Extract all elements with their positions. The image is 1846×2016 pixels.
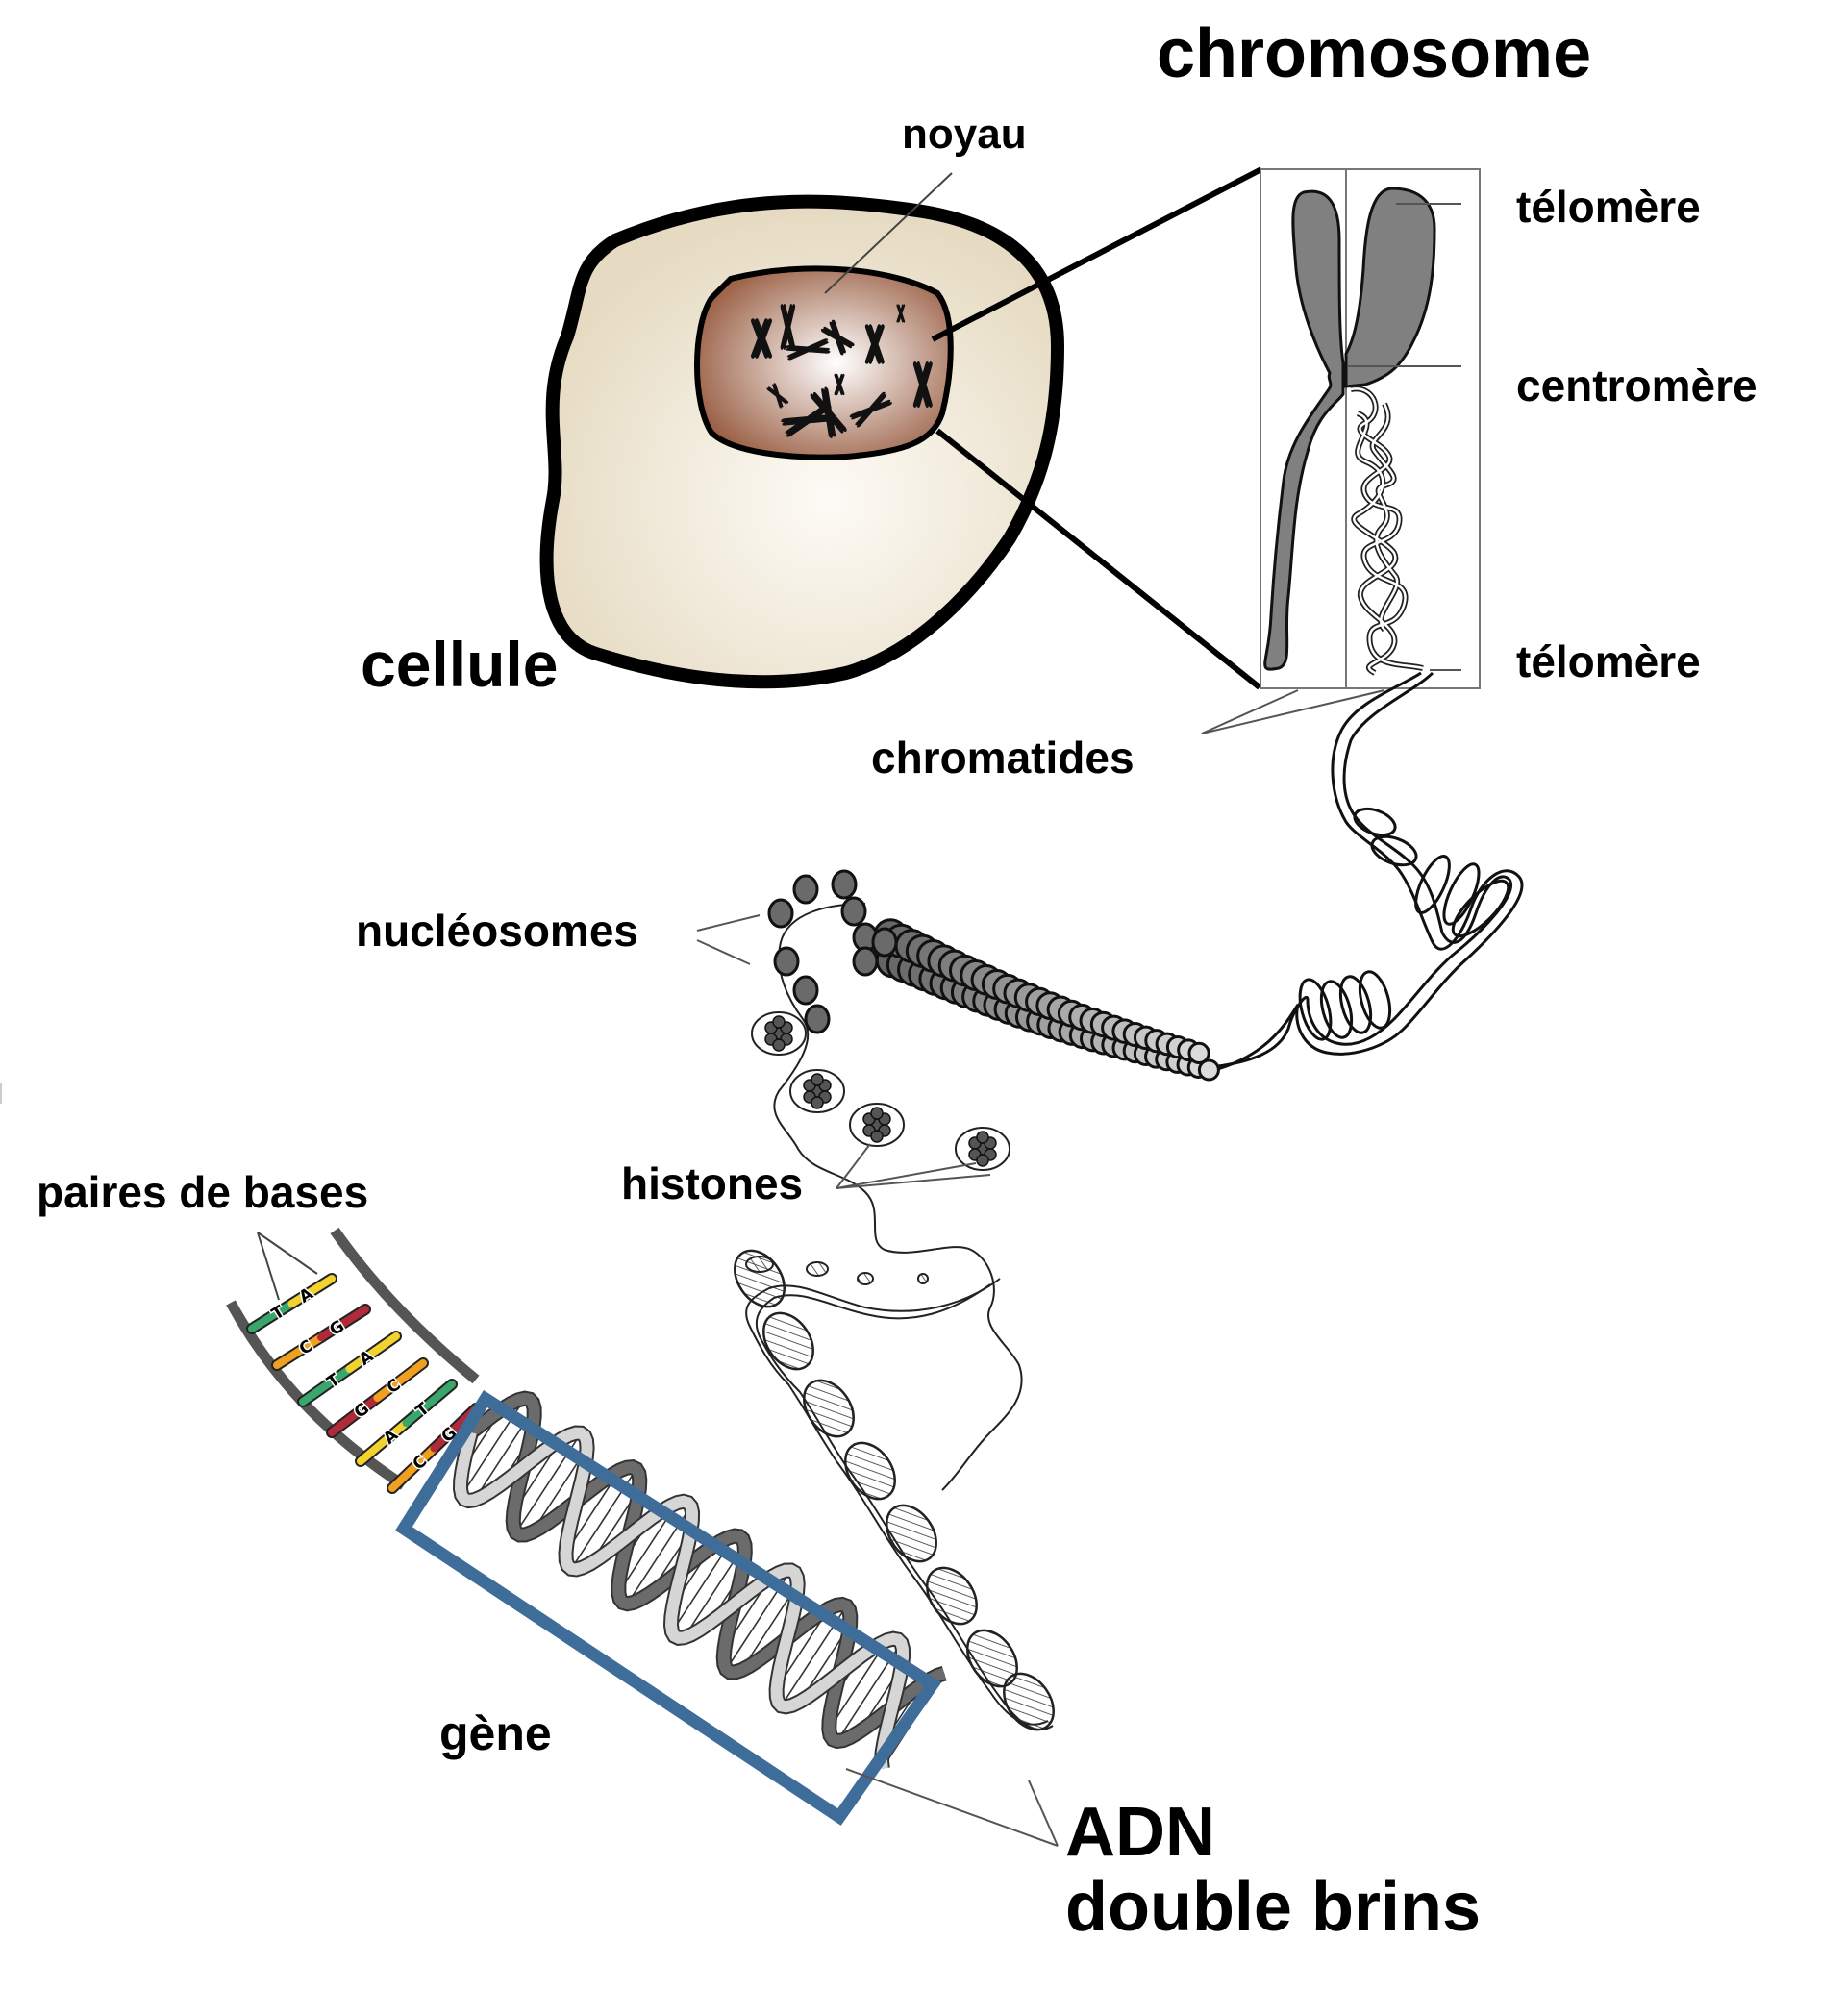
base-pair: CG xyxy=(271,1304,371,1371)
zoom-line-top xyxy=(931,166,1263,342)
nucleosome-bead xyxy=(1197,1058,1220,1082)
histone-cluster xyxy=(955,1127,1010,1171)
nucleosomes-label: nucléosomes xyxy=(356,906,638,956)
base-right xyxy=(317,1306,369,1341)
chromatides-label: chromatides xyxy=(871,733,1135,783)
base-left xyxy=(299,1365,354,1406)
base-right xyxy=(345,1332,400,1373)
base-left xyxy=(248,1300,296,1332)
edge-mark xyxy=(0,1083,2,1104)
base-left xyxy=(357,1419,411,1465)
helix-turn xyxy=(745,1256,774,1273)
histones-pointer-1 xyxy=(836,1143,871,1189)
histones-pointer-3 xyxy=(836,1174,991,1189)
dna-strand-light-fill xyxy=(454,1427,910,1770)
base-right xyxy=(402,1381,456,1427)
gene-label: gène xyxy=(439,1706,552,1760)
linker-dna xyxy=(773,903,1023,1491)
centromere-label: centromère xyxy=(1516,361,1758,411)
chromatides-pointer-right xyxy=(1201,689,1385,734)
telomere-bottom-label: télomère xyxy=(1516,636,1701,686)
nucleosome-solenoid xyxy=(872,918,1220,1082)
paires-pointer-1 xyxy=(257,1232,280,1301)
dna-helix-thin-turns xyxy=(734,1249,1055,1731)
chromatin-fiber xyxy=(1206,671,1524,1074)
adn-label-line2: double brins xyxy=(1065,1869,1481,1946)
nucleosome-bead xyxy=(804,1004,831,1034)
base-right xyxy=(287,1275,336,1307)
base-left xyxy=(273,1333,325,1369)
adn-pointer-1 xyxy=(845,1768,1059,1847)
histones-pointer-2 xyxy=(836,1162,977,1189)
paires-de-bases-label: paires de bases xyxy=(37,1167,369,1217)
left-chromatid xyxy=(1263,189,1345,671)
paires-pointer-2 xyxy=(257,1232,318,1275)
zoom-line-bottom xyxy=(935,428,1261,690)
nucleosome-bead xyxy=(1187,1041,1210,1065)
chromosome-panel xyxy=(1201,168,1481,734)
nucleosome-beads xyxy=(767,869,898,1034)
nucleosome-bead xyxy=(792,874,819,905)
telomere-top-label: télomère xyxy=(1516,182,1701,232)
nucleosome-bead xyxy=(773,946,800,977)
helix-turn xyxy=(857,1272,874,1285)
right-chromatid-arm xyxy=(1344,187,1436,388)
chromosome-title: chromosome xyxy=(1157,15,1592,92)
base-right xyxy=(373,1359,427,1402)
helix-turn xyxy=(734,1249,786,1308)
histone-clusters xyxy=(751,1011,1010,1171)
nucleosome-bead xyxy=(767,898,794,929)
helix-turn xyxy=(762,1311,814,1371)
nucleosome-bead xyxy=(871,927,898,958)
helix-turn xyxy=(803,1379,855,1438)
noyau-label: noyau xyxy=(902,111,1027,158)
helix-turn xyxy=(926,1566,978,1626)
base-pair: TA xyxy=(246,1273,337,1334)
nucleosome-bead xyxy=(840,896,867,927)
base-left xyxy=(328,1394,382,1436)
helix-turn xyxy=(806,1261,829,1277)
helix-turn xyxy=(844,1441,896,1501)
nucleosomes-pointer-1 xyxy=(696,914,761,932)
beads-on-string xyxy=(696,869,1023,1491)
base-left xyxy=(388,1444,438,1492)
adn-label-line1: ADN xyxy=(1065,1794,1215,1871)
nucleosome-bead xyxy=(792,975,819,1006)
helix-turn xyxy=(886,1504,937,1563)
gene-highlight-box xyxy=(395,1390,942,1826)
nucleosome-bead xyxy=(831,869,858,900)
nucleosomes-pointer-2 xyxy=(696,939,751,965)
helix-turn xyxy=(1003,1672,1055,1731)
adn-pointer-2 xyxy=(1028,1780,1059,1847)
chromatides-pointer-left xyxy=(1201,689,1299,734)
helix-turn xyxy=(917,1273,929,1284)
histone-cluster xyxy=(751,1011,807,1056)
histone-cluster xyxy=(849,1103,905,1147)
histones-label: histones xyxy=(621,1158,804,1208)
cell xyxy=(539,194,1064,689)
nucleosome-bead xyxy=(852,946,879,977)
noyau-pointer xyxy=(824,172,953,294)
histone-cluster xyxy=(789,1069,845,1113)
base-pair: AT xyxy=(355,1379,458,1467)
nucleus xyxy=(694,265,954,460)
cellule-label: cellule xyxy=(361,629,559,700)
backbone-right xyxy=(330,1227,480,1384)
